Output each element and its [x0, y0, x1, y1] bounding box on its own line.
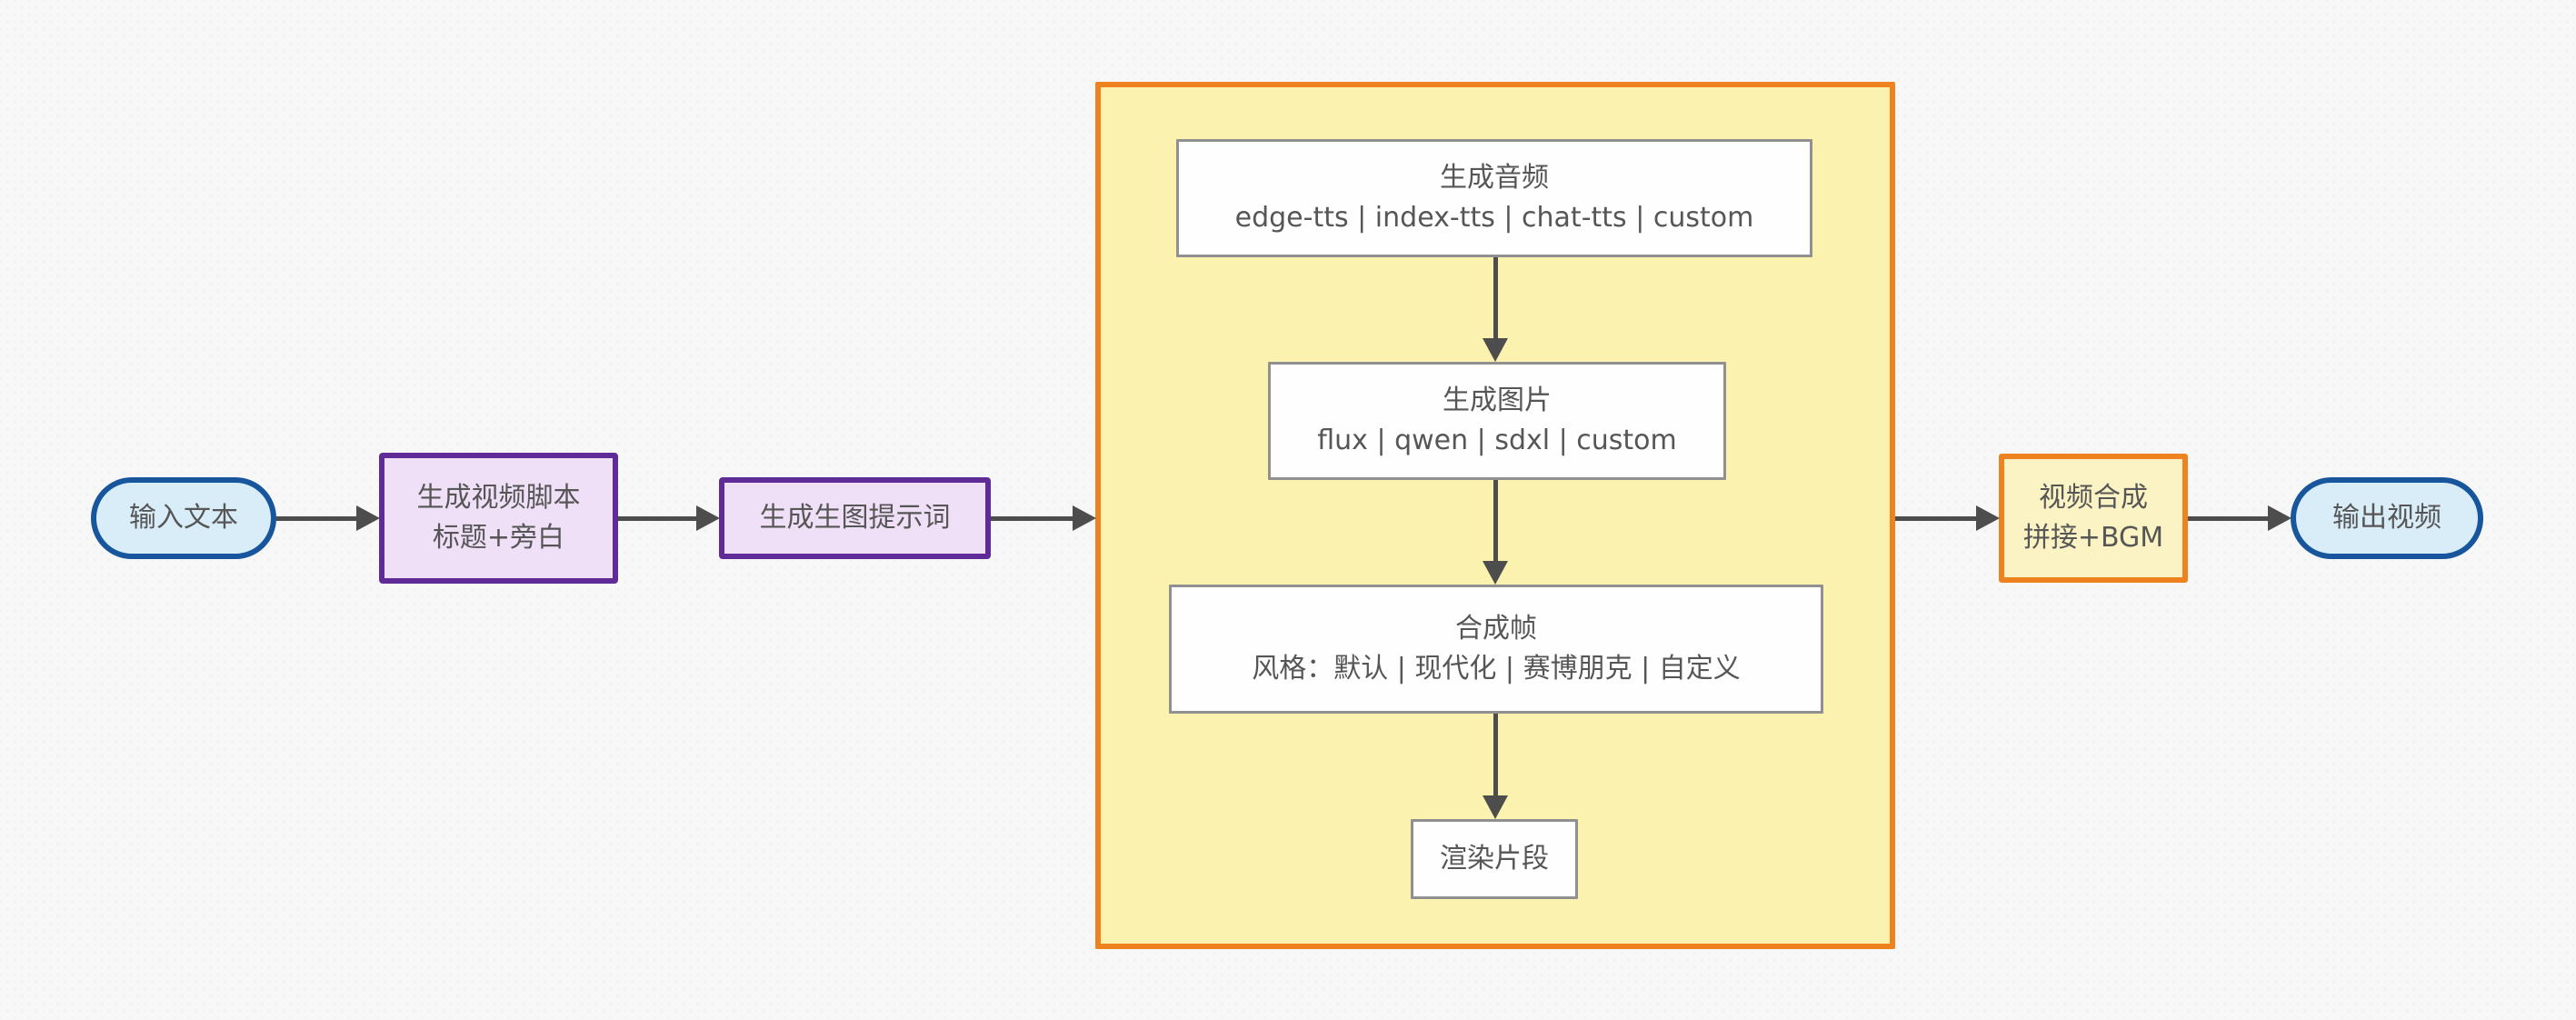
edge-subgraph-to-compose: [1895, 516, 1976, 521]
node-generate-image-prompt-label: 生成生图提示词: [759, 502, 951, 534]
edge-frame-to-render: [1493, 714, 1498, 795]
node-video-compose: 视频合成 拼接+BGM: [1999, 454, 2188, 583]
node-generate-video-script: 生成视频脚本 标题+旁白: [379, 453, 618, 584]
node-render-segment: 渲染片段: [1411, 819, 1578, 899]
arrowhead-right-icon: [2268, 505, 2291, 531]
node-generate-audio-line1: 生成音频: [1440, 162, 1549, 194]
node-output-video: 输出视频: [2291, 477, 2483, 559]
node-generate-image-prompt: 生成生图提示词: [719, 477, 991, 559]
edge-audio-to-image: [1493, 257, 1498, 338]
arrowhead-right-icon: [1976, 505, 2000, 531]
node-compose-frame-line2: 风格：默认 | 现代化 | 赛博朋克 | 自定义: [1252, 653, 1741, 685]
node-compose-frame-line1: 合成帧: [1455, 613, 1537, 645]
node-video-compose-line2: 拼接+BGM: [2022, 522, 2164, 554]
edge-compose-to-output: [2188, 516, 2268, 521]
node-generate-audio: 生成音频 edge-tts | index-tts | chat-tts | c…: [1176, 139, 1812, 257]
node-generate-image-line1: 生成图片: [1443, 385, 1552, 416]
node-generate-audio-line2: edge-tts | index-tts | chat-tts | custom: [1234, 202, 1754, 234]
node-output-video-label: 输出视频: [2332, 502, 2441, 534]
node-input-text: 输入文本: [91, 477, 276, 559]
edge-prompt-to-subgraph: [991, 516, 1073, 521]
arrowhead-down-icon: [1483, 795, 1508, 819]
node-input-text-label: 输入文本: [129, 502, 238, 534]
arrowhead-down-icon: [1483, 338, 1508, 362]
arrowhead-right-icon: [1073, 505, 1096, 531]
node-generate-image: 生成图片 flux | qwen | sdxl | custom: [1268, 362, 1726, 480]
arrowhead-right-icon: [696, 505, 720, 531]
arrowhead-down-icon: [1483, 561, 1508, 585]
edge-image-to-frame: [1493, 480, 1498, 561]
edge-script-to-prompt: [618, 516, 696, 521]
edge-input-to-script: [276, 516, 356, 521]
node-render-segment-label: 渲染片段: [1440, 843, 1549, 875]
arrowhead-right-icon: [356, 505, 380, 531]
node-generate-video-script-line2: 标题+旁白: [432, 522, 565, 554]
node-generate-image-line2: flux | qwen | sdxl | custom: [1317, 425, 1677, 456]
node-generate-video-script-line1: 生成视频脚本: [416, 482, 581, 514]
node-compose-frame: 合成帧 风格：默认 | 现代化 | 赛博朋克 | 自定义: [1169, 585, 1823, 714]
node-video-compose-line1: 视频合成: [2039, 482, 2148, 514]
